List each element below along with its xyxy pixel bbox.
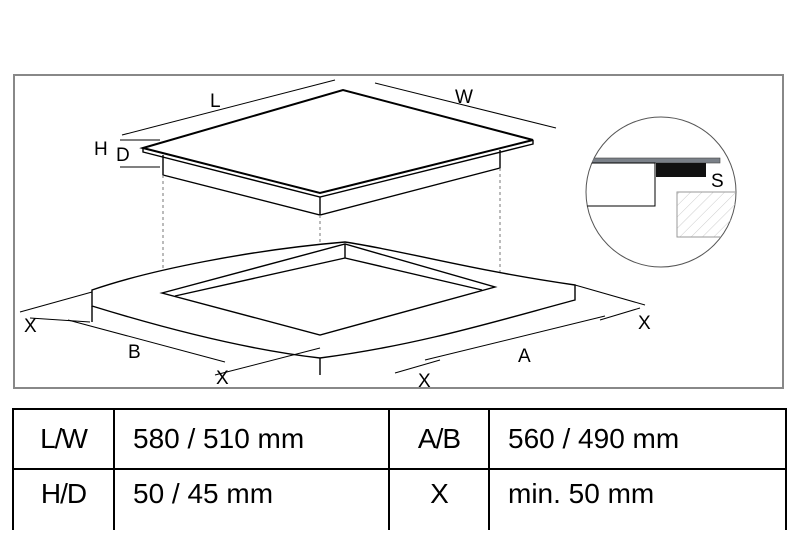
label-X-left: X [24, 316, 37, 337]
worktop-drawing [91, 241, 576, 375]
detail-view: S [585, 116, 737, 268]
label-D: D [116, 145, 130, 166]
label-S: S [711, 171, 724, 192]
table-value: 580 / 510 mm [113, 408, 390, 470]
label-L: L [210, 91, 221, 112]
table-key: L/W [12, 408, 115, 470]
table-value: 50 / 45 mm [113, 468, 390, 530]
label-X-bottom-left: X [216, 368, 229, 389]
table-key: X [388, 468, 490, 530]
table-row: L/W 580 / 510 mm A/B 560 / 490 mm [12, 408, 787, 470]
label-B: B [128, 342, 141, 363]
table-key: H/D [12, 468, 115, 530]
table-value: 560 / 490 mm [488, 408, 787, 470]
table-key: A/B [388, 408, 490, 470]
label-X-right: X [638, 313, 651, 334]
label-H: H [94, 139, 108, 160]
label-X-bottom-right: X [418, 371, 431, 392]
table-value: min. 50 mm [488, 468, 787, 530]
label-W: W [455, 87, 473, 108]
label-A: A [518, 346, 531, 367]
dimensions-table: L/W 580 / 510 mm A/B 560 / 490 mm H/D 50… [12, 408, 787, 530]
installation-diagram: L W H D B A X X X X S [13, 74, 784, 392]
dimension-lines [19, 79, 646, 376]
table-row: H/D 50 / 45 mm X min. 50 mm [12, 468, 787, 530]
